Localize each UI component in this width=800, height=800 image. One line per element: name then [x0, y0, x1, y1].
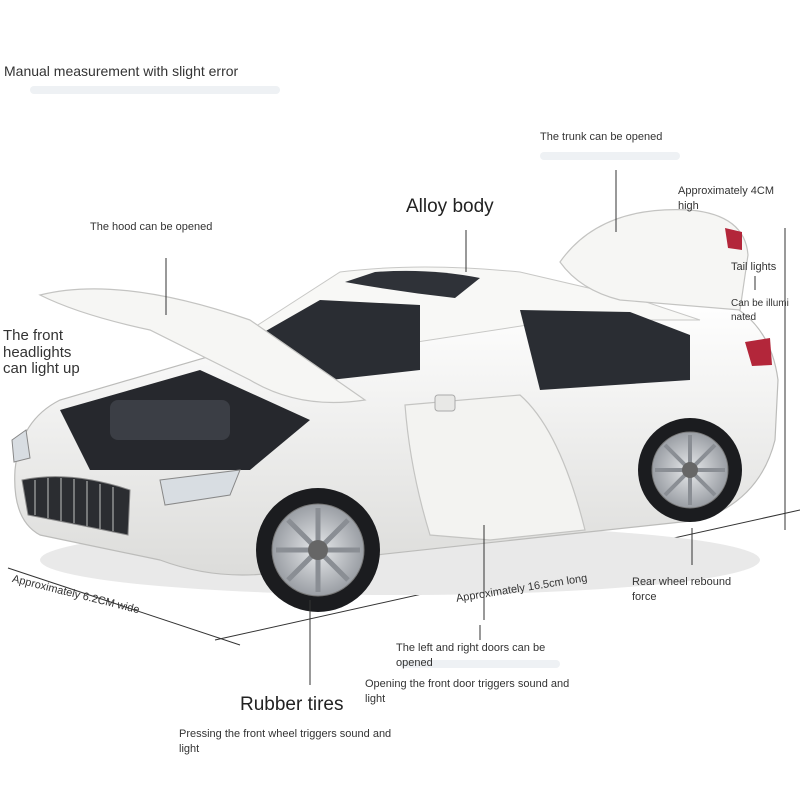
- label-trunk: The trunk can be opened: [540, 131, 663, 143]
- label-rubber-tires: Rubber tires: [240, 694, 344, 715]
- measurement-note: Manual measurement with slight error: [4, 63, 239, 79]
- label-rebound: Rear wheel rebound force: [632, 576, 732, 603]
- front-wheel: [256, 488, 380, 612]
- watermark-stroke: [400, 660, 560, 668]
- callout-lines: [165, 170, 756, 685]
- label-doors: The left and right doors can be opened: [396, 642, 546, 669]
- label-front-wheel: Pressing the front wheel triggers sound …: [179, 728, 392, 755]
- label-headlights: The front headlights can light up: [3, 327, 80, 377]
- label-illuminated: Can be illuminated: [731, 298, 789, 323]
- label-front-door: Opening the front door triggers sound an…: [365, 678, 570, 705]
- label-height: Approximately 4CM high: [678, 185, 774, 212]
- watermark-stroke: [540, 152, 680, 160]
- label-alloy-body: Alloy body: [406, 196, 494, 217]
- label-hood: The hood can be opened: [90, 221, 213, 233]
- label-tail-lights: Tail lights: [731, 261, 777, 273]
- watermark-stroke: [30, 86, 280, 94]
- rear-wheel: [638, 418, 742, 522]
- car-body: [11, 208, 779, 576]
